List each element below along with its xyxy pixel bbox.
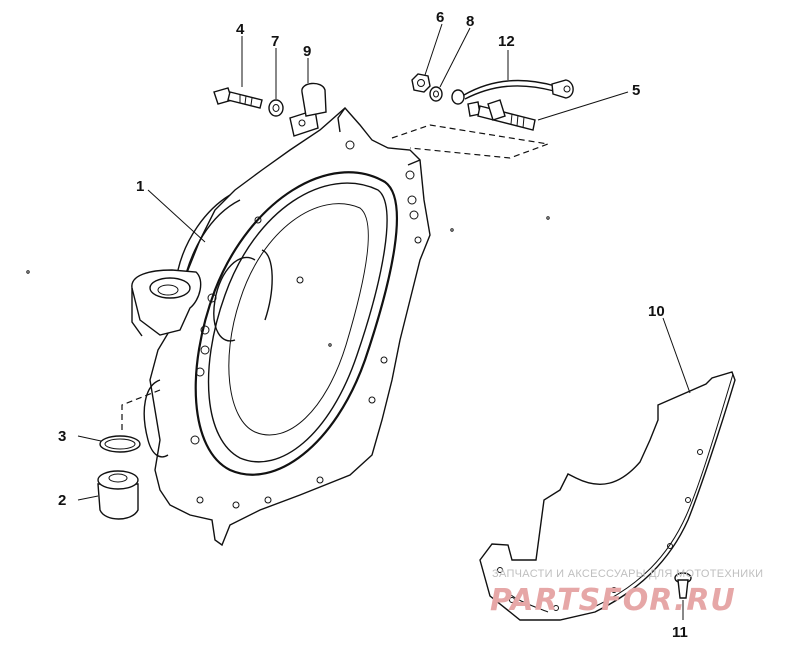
assembly-line-top bbox=[391, 124, 551, 159]
nut bbox=[411, 73, 431, 93]
callout-10: 10 bbox=[648, 303, 665, 320]
clip-bracket bbox=[289, 82, 327, 137]
callout-4: 4 bbox=[236, 21, 245, 38]
bolt bbox=[213, 87, 263, 109]
flywheel-housing bbox=[131, 107, 431, 547]
callout-6: 6 bbox=[436, 9, 444, 26]
callout-3: 3 bbox=[58, 428, 66, 445]
stud bbox=[467, 99, 536, 131]
callout-11: 11 bbox=[672, 624, 688, 641]
leader-lines bbox=[77, 23, 691, 620]
callout-labels: 1 2 3 4 5 6 7 8 9 10 11 12 bbox=[58, 9, 688, 641]
screw bbox=[674, 572, 692, 599]
watermark-logo: PARTSFOR.RU bbox=[490, 583, 736, 618]
callout-7: 7 bbox=[271, 33, 279, 50]
callout-1: 1 bbox=[136, 178, 144, 195]
ground-strap bbox=[451, 79, 574, 105]
callout-2: 2 bbox=[58, 492, 66, 509]
watermark: ЗАПЧАСТИ И АКСЕССУАРЫ ДЛЯ МОТОТЕХНИКИ PA… bbox=[490, 568, 763, 618]
watermark-tagline: ЗАПЧАСТИ И АКСЕССУАРЫ ДЛЯ МОТОТЕХНИКИ bbox=[492, 568, 763, 580]
callout-5: 5 bbox=[632, 82, 640, 99]
assembly-line-left bbox=[121, 389, 161, 430]
flywheel-cover-plate bbox=[479, 371, 736, 621]
dot-marks bbox=[26, 216, 550, 347]
washer-8 bbox=[429, 86, 443, 102]
washer-7 bbox=[268, 99, 284, 117]
callout-9: 9 bbox=[303, 43, 311, 60]
callout-12: 12 bbox=[498, 33, 515, 50]
callout-8: 8 bbox=[466, 13, 474, 30]
plug-cap bbox=[97, 470, 139, 520]
o-ring bbox=[99, 435, 141, 453]
